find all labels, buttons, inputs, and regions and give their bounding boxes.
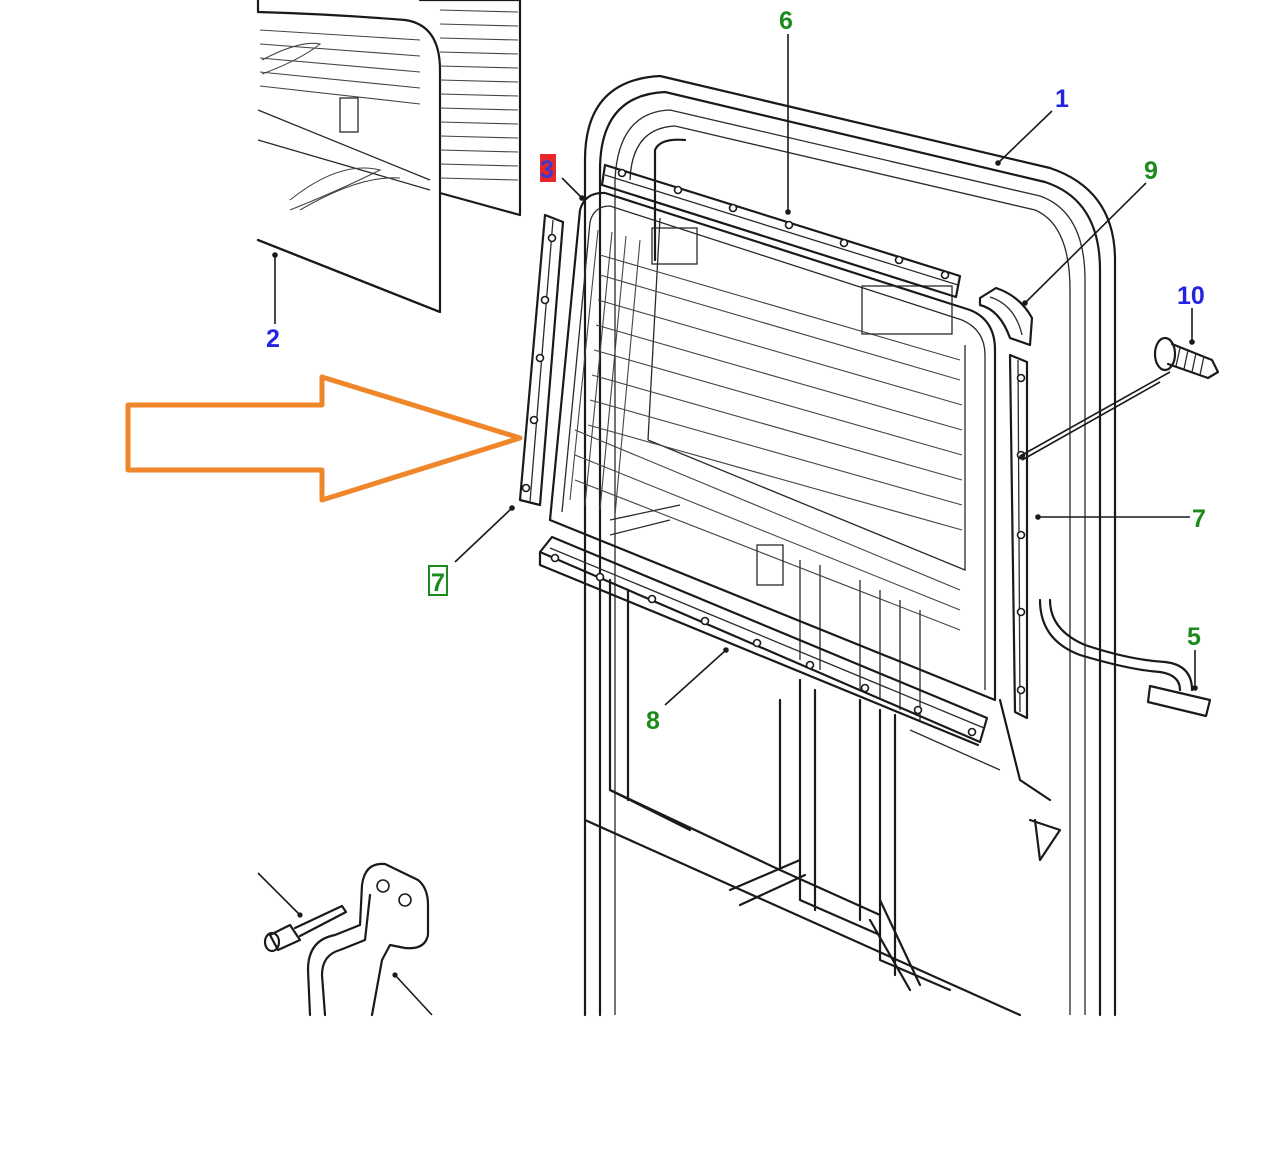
callout-7-left-box xyxy=(428,565,448,596)
part-8-bottom-strip xyxy=(538,535,989,747)
part-3-glass xyxy=(548,191,997,702)
callout-10: 10 xyxy=(1177,282,1205,310)
part-7-left-strip xyxy=(518,213,565,507)
callout-1: 1 xyxy=(1055,85,1069,113)
callout-7-right: 7 xyxy=(1192,505,1206,533)
part-9-corner-piece xyxy=(978,286,1034,347)
part-2-hatching xyxy=(259,9,519,211)
part-6-top-strip xyxy=(600,163,962,299)
orange-pointer-arrow xyxy=(125,374,523,503)
callout-8: 8 xyxy=(646,707,660,735)
callout-5: 5 xyxy=(1187,623,1201,651)
part-1-door-frame xyxy=(583,74,1212,1017)
callout-2: 2 xyxy=(266,325,280,353)
callout-9: 9 xyxy=(1144,157,1158,185)
callout-labels: 1 2 3 5 6 7 7 8 9 10 xyxy=(266,7,1206,735)
part-2-panel xyxy=(256,0,522,314)
part-3-glass-reflections xyxy=(569,227,963,631)
callout-7-left: 7 xyxy=(431,569,445,597)
callout-3: 3 xyxy=(540,156,554,184)
callout-6: 6 xyxy=(779,7,793,35)
leader-lines xyxy=(272,34,1198,706)
bracket-and-rivet xyxy=(257,862,433,1017)
part-10-screw xyxy=(1153,336,1220,380)
callout-3-highlight xyxy=(540,154,556,182)
part-7-right-strip xyxy=(1008,353,1029,720)
part-5-wire-connector xyxy=(1038,598,1212,718)
